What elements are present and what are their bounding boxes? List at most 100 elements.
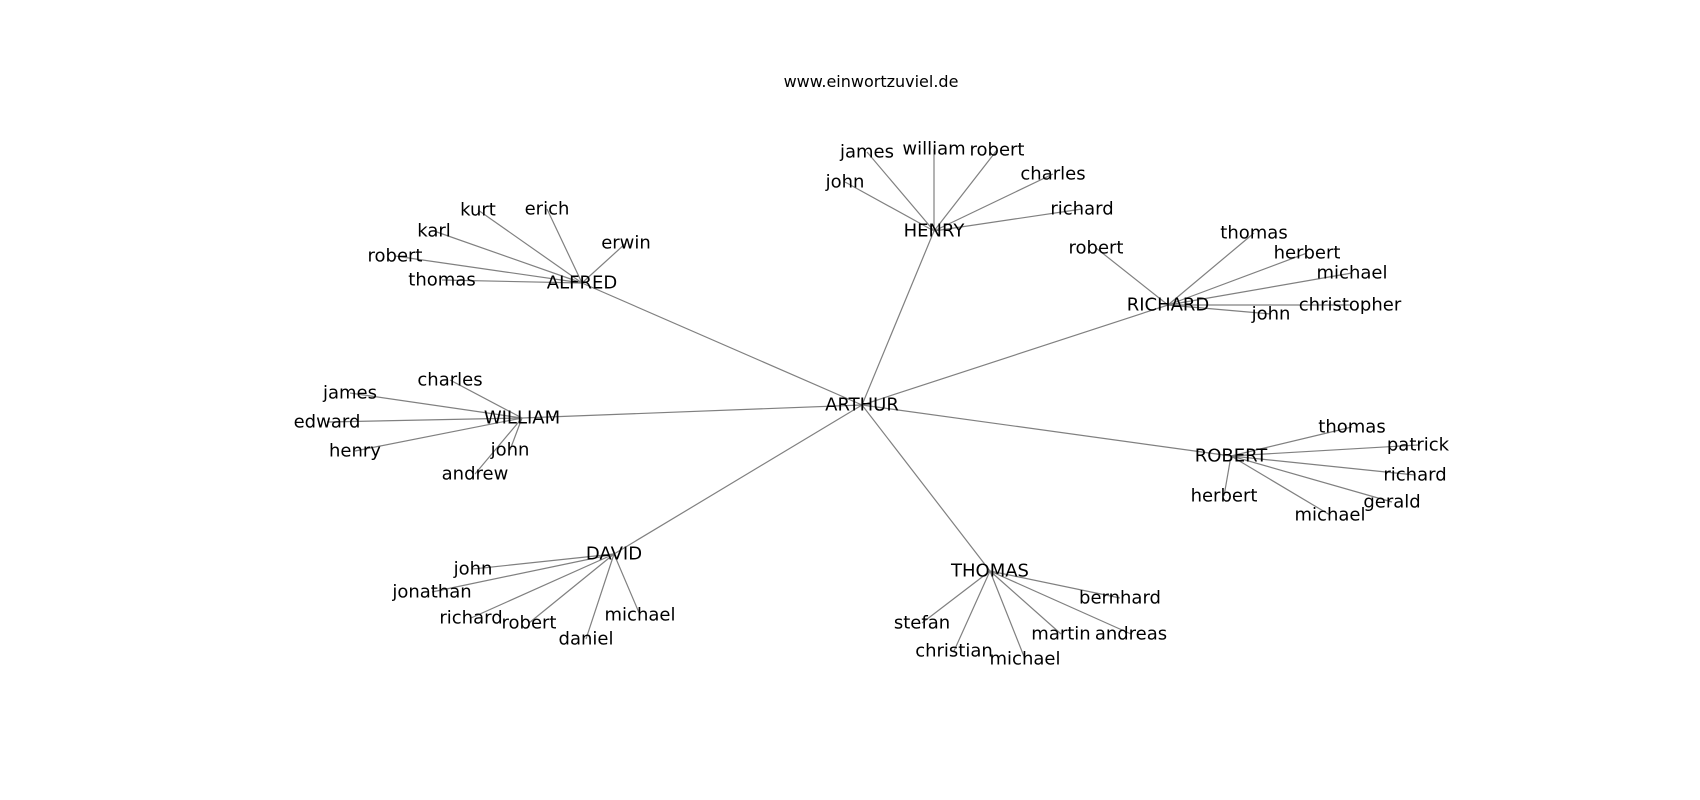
edge-alfred-to-erwin (581, 242, 627, 284)
child-node-label: richard (1050, 199, 1113, 220)
child-node-label: thomas (1318, 417, 1385, 438)
edge-alfred-to-kurt (477, 209, 583, 284)
edge-richard-to-thomas (1167, 232, 1255, 306)
edge-william-to-andrew (474, 417, 523, 475)
edge-william-to-edward (326, 417, 523, 423)
cluster-node-label: DAVID (586, 544, 642, 565)
edge-root-to-richard (861, 304, 1169, 406)
child-node-label: christopher (1299, 295, 1402, 316)
child-node-label: thomas (1220, 223, 1287, 244)
edge-thomas-to-stefan (921, 570, 991, 624)
child-node-label: christian (915, 641, 993, 662)
edge-root-to-david (613, 404, 863, 555)
edge-root-to-henry (861, 230, 935, 406)
edge-david-to-jonathan (431, 553, 615, 593)
edge-root-to-robert (861, 404, 1232, 457)
edge-richard-to-herbert (1167, 252, 1308, 306)
child-node-label: robert (368, 246, 423, 267)
edge-robert-to-herbert (1223, 455, 1232, 497)
cluster-node-label: HENRY (904, 221, 966, 242)
child-node-label: erwin (601, 233, 651, 254)
edge-thomas-to-bernhard (989, 570, 1121, 599)
child-node-label: robert (970, 140, 1025, 161)
edge-henry-to-richard (933, 208, 1083, 232)
edge-root-to-william (521, 404, 863, 419)
edge-thomas-to-martin (989, 570, 1062, 635)
child-node-label: robert (502, 613, 557, 634)
cluster-node-label: THOMAS (950, 561, 1029, 582)
child-node-label: thomas (408, 270, 475, 291)
edge-david-to-john (472, 553, 615, 570)
root-node-label: ARTHUR (825, 395, 899, 416)
edge-david-to-daniel (585, 553, 615, 640)
edge-henry-to-charles (933, 173, 1054, 232)
edge-henry-to-robert (933, 149, 998, 232)
edge-thomas-to-michael (989, 570, 1026, 660)
child-node-label: michael (1295, 505, 1366, 526)
child-node-label: bernhard (1079, 588, 1161, 609)
edge-alfred-to-karl (433, 230, 583, 284)
edge-robert-to-gerald (1230, 455, 1393, 503)
child-node-label: michael (1317, 263, 1388, 284)
child-node-label: gerald (1363, 492, 1420, 513)
child-node-label: patrick (1387, 435, 1450, 456)
edge-david-to-robert (528, 553, 615, 624)
edge-thomas-to-andreas (989, 570, 1132, 635)
edge-william-to-john (509, 417, 523, 451)
child-node-label: martin (1031, 624, 1090, 645)
cluster-node-label: ROBERT (1195, 446, 1269, 467)
edges (326, 149, 1419, 660)
edge-robert-to-michael (1230, 455, 1331, 516)
edge-henry-to-james (866, 151, 935, 232)
child-node-label: kurt (460, 200, 496, 221)
edge-william-to-james (349, 392, 523, 419)
child-node-label: erich (525, 199, 570, 220)
child-node-label: daniel (559, 629, 614, 650)
child-node-label: michael (605, 605, 676, 626)
edge-william-to-charles (449, 379, 523, 419)
child-node-label: richard (439, 608, 502, 629)
child-node-label: john (453, 559, 493, 580)
cluster-node-label: RICHARD (1127, 295, 1210, 316)
edge-thomas-to-christian (953, 570, 991, 652)
child-node-label: charles (1020, 164, 1085, 185)
child-node-label: stefan (894, 613, 950, 634)
edge-david-to-michael (613, 553, 641, 616)
child-node-label: karl (417, 221, 451, 242)
edge-alfred-to-thomas (441, 279, 583, 284)
child-node-label: richard (1383, 465, 1446, 486)
edge-richard-to-michael (1167, 272, 1353, 306)
edge-william-to-henry (354, 417, 523, 452)
child-node-label: william (902, 139, 965, 160)
child-node-label: james (322, 383, 377, 404)
child-node-label: james (839, 142, 894, 163)
edge-root-to-thomas (861, 404, 991, 572)
child-node-label: herbert (1274, 243, 1341, 264)
page-title: www.einwortzuviel.de (783, 72, 959, 91)
edge-alfred-to-erich (546, 208, 583, 284)
edge-alfred-to-robert (394, 255, 583, 284)
cluster-node-label: ALFRED (547, 273, 617, 294)
child-node-label: andreas (1095, 624, 1167, 645)
child-node-label: andrew (442, 464, 509, 485)
edge-root-to-alfred (581, 282, 863, 406)
child-node-label: herbert (1191, 486, 1258, 507)
child-node-label: jonathan (391, 582, 471, 603)
edge-robert-to-thomas (1230, 426, 1353, 457)
edge-david-to-richard (470, 553, 615, 619)
child-node-label: edward (294, 412, 361, 433)
child-node-label: henry (329, 441, 381, 462)
edge-robert-to-patrick (1230, 444, 1419, 457)
edge-henry-to-john (844, 181, 935, 232)
edge-richard-to-robert (1095, 247, 1169, 306)
child-node-label: charles (417, 370, 482, 391)
cluster-node-label: WILLIAM (484, 408, 560, 429)
child-node-label: robert (1069, 238, 1124, 259)
edge-robert-to-richard (1230, 455, 1416, 476)
child-node-label: john (490, 440, 530, 461)
child-node-label: john (825, 172, 865, 193)
child-node-label: john (1251, 304, 1291, 325)
edge-richard-to-john (1167, 304, 1272, 315)
